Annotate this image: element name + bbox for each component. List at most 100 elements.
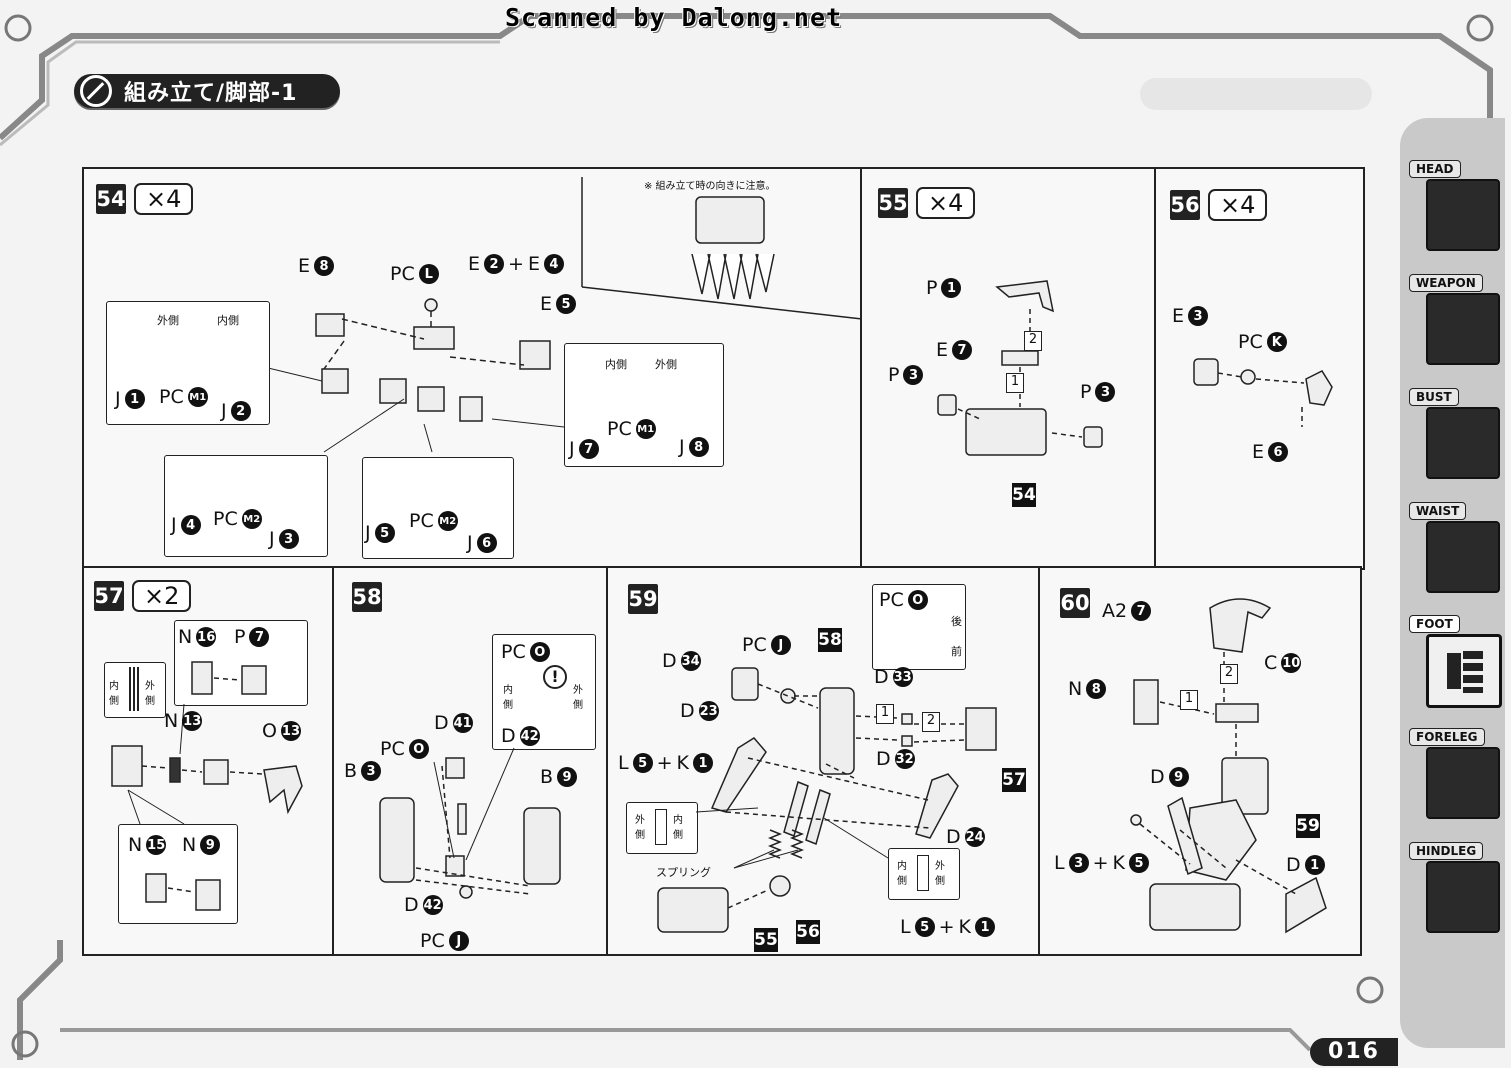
part-letter: K	[1112, 852, 1125, 874]
part-number-badge: 3	[1068, 853, 1089, 873]
part-letter: J	[171, 514, 177, 536]
part-letter: D	[874, 666, 889, 688]
part-number-badge: 8	[688, 437, 709, 457]
part-letter: D	[1150, 766, 1165, 788]
part-letter: PC	[501, 641, 526, 663]
orientation-note: ※ 組み立て時の向きに注意。	[644, 181, 776, 192]
sidebar-tab-bust[interactable]: BUST	[1408, 388, 1502, 482]
part-number-badge: M2	[437, 511, 458, 531]
part-number-badge: 34	[680, 651, 701, 671]
part-number-badge: 33	[892, 667, 913, 687]
part-number-badge: M2	[241, 509, 262, 529]
plus-sign: +	[508, 253, 524, 275]
side-label-inner: 内側	[605, 358, 627, 371]
part-number-badge: M1	[635, 419, 656, 439]
part-letter: D	[434, 712, 449, 734]
step-59-header: 59	[628, 584, 658, 614]
order-marker-1: 1	[876, 704, 894, 724]
plus-sign: +	[656, 752, 673, 774]
part-number-badge: 9	[557, 767, 578, 787]
part-letter: N	[182, 834, 197, 856]
part-number-badge: 4	[180, 515, 201, 535]
step-59-line-art	[657, 667, 997, 933]
part-letter: L	[618, 752, 629, 774]
part-number-badge: 10	[1281, 653, 1302, 673]
side-label-outer: 外側	[573, 685, 583, 711]
foot-thumbnail-icon	[1426, 634, 1502, 708]
tab-label: HEAD	[1409, 160, 1461, 178]
sidebar-tab-foot[interactable]: FOOT	[1408, 615, 1502, 709]
part-letter: E	[1172, 305, 1185, 327]
sidebar-tab-foreleg[interactable]: FORELEG	[1408, 728, 1502, 822]
part-number-badge: 16	[196, 627, 217, 647]
part-letter: PC	[1238, 331, 1263, 353]
step-60-line-art	[1130, 598, 1327, 934]
part-letter: K	[676, 752, 689, 774]
sidebar-tab-weapon[interactable]: WEAPON	[1408, 274, 1502, 368]
wrench-circle-icon	[80, 75, 112, 107]
step-60-header: 60	[1060, 588, 1090, 618]
bust-thumbnail-icon	[1426, 407, 1500, 479]
ref-step-58: 58	[818, 628, 842, 652]
step-number: 56	[1170, 190, 1200, 220]
part-number-badge: 24	[964, 827, 985, 847]
waist-thumbnail-icon	[1426, 521, 1500, 593]
page-number: 016	[1310, 1038, 1398, 1066]
part-letter: D	[662, 650, 677, 672]
bleed-through-title	[1140, 78, 1372, 110]
sidebar-tab-head[interactable]: HEAD	[1408, 160, 1502, 254]
part-number-badge: 2	[230, 401, 251, 421]
part-number-badge: 7	[1131, 601, 1152, 621]
sidebar-tab-hindleg[interactable]: HINDLEG	[1408, 842, 1502, 936]
part-letter: E	[540, 293, 553, 315]
part-number-badge: 3	[1188, 306, 1209, 326]
step-quantity: ×4	[134, 183, 194, 215]
step-56-header: 56 ×4	[1170, 189, 1268, 221]
side-label-outer: 外側	[157, 314, 179, 327]
side-indicator	[655, 809, 667, 845]
ref-step-55: 55	[754, 928, 778, 952]
part-letter: J	[467, 532, 473, 554]
warning-icon: !	[543, 665, 567, 689]
part-letter: K	[958, 916, 971, 938]
part-number-badge: 1	[974, 917, 995, 937]
sidebar-tab-waist[interactable]: WAIST	[1408, 502, 1502, 596]
order-marker-2: 2	[1024, 331, 1042, 351]
side-label-outer: 外側	[145, 681, 155, 707]
step-57-line-art	[111, 661, 303, 911]
part-number-badge: 8	[1086, 679, 1107, 699]
ref-step-56: 56	[796, 920, 820, 944]
part-number-badge: O	[408, 739, 429, 759]
part-letter: D	[946, 826, 961, 848]
part-letter: PC	[159, 386, 184, 408]
